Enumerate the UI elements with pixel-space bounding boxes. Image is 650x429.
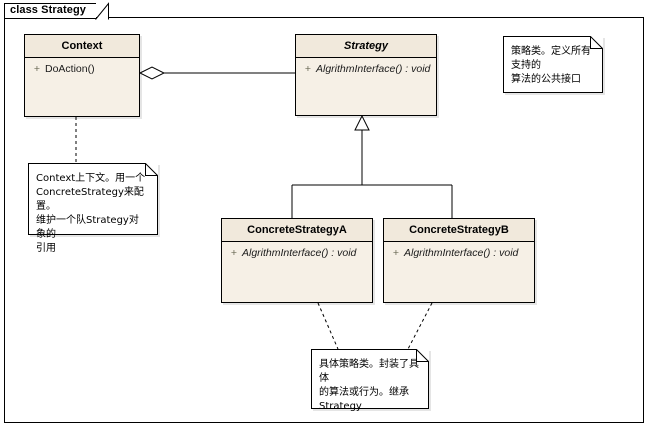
class-box-concrete-strategy-b[interactable]: ConcreteStrategyB + AlgrithmInterface() … (383, 218, 535, 303)
class-members-context: + DoAction() (25, 58, 139, 116)
class-box-strategy[interactable]: Strategy + AlgrithmInterface() : void (295, 34, 437, 116)
note-context[interactable]: Context上下文。用一个 ConcreteStrategy来配置。 维护一个… (28, 163, 158, 254)
class-box-context[interactable]: Context + DoAction() (24, 34, 140, 117)
member-visibility: + (33, 63, 41, 75)
diagram-frame-tab (4, 3, 96, 19)
class-name-context: Context (25, 35, 139, 58)
class-name-strategy: Strategy (296, 35, 436, 58)
class-members-concrete-strategy-b: + AlgrithmInterface() : void (384, 242, 534, 302)
member-signature: AlgrithmInterface() : void (404, 247, 519, 259)
class-member-row: + AlgrithmInterface() : void (384, 247, 534, 259)
class-member-row: + AlgrithmInterface() : void (222, 247, 372, 259)
note-context-text: Context上下文。用一个 ConcreteStrategy来配置。 维护一个… (36, 173, 146, 254)
note-strategy-text: 策略类。定义所有支持的 算法的公共接口 (511, 46, 591, 85)
diagram-title: class Strategy (10, 4, 86, 16)
class-box-concrete-strategy-a[interactable]: ConcreteStrategyA + AlgrithmInterface() … (221, 218, 373, 303)
member-visibility: + (230, 247, 238, 259)
note-concrete-text: 具体策略类。封装了具体 的算法或行为。继承 Strategy (319, 359, 419, 412)
diagram-frame-tab-slant-icon (95, 2, 109, 20)
class-member-row: + AlgrithmInterface() : void (296, 63, 436, 75)
diagram-frame (4, 17, 644, 423)
class-name-concrete-strategy-a: ConcreteStrategyA (222, 219, 372, 242)
class-members-strategy: + AlgrithmInterface() : void (296, 58, 436, 115)
member-signature: AlgrithmInterface() : void (316, 63, 431, 75)
note-shape-icon (311, 349, 429, 409)
class-members-concrete-strategy-a: + AlgrithmInterface() : void (222, 242, 372, 302)
member-visibility: + (304, 63, 312, 75)
note-shape-icon (28, 163, 158, 235)
member-signature: AlgrithmInterface() : void (242, 247, 357, 259)
member-signature: DoAction() (45, 63, 95, 75)
note-shape-icon (503, 36, 603, 93)
class-member-row: + DoAction() (25, 63, 139, 75)
class-name-concrete-strategy-b: ConcreteStrategyB (384, 219, 534, 242)
note-strategy[interactable]: 策略类。定义所有支持的 算法的公共接口 (503, 36, 603, 93)
note-concrete[interactable]: 具体策略类。封装了具体 的算法或行为。继承 Strategy (311, 349, 429, 412)
member-visibility: + (392, 247, 400, 259)
